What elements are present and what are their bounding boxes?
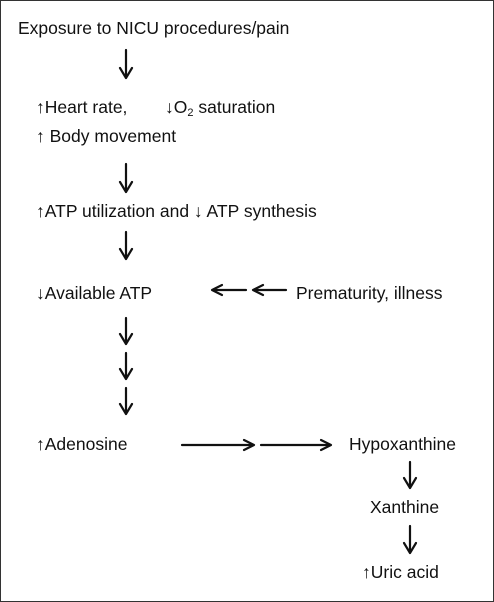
node-exposure: Exposure to NICU procedures/pain <box>18 18 290 38</box>
node-uric-acid: ↑Uric acid <box>362 562 439 582</box>
node-available-atp: ↓Available ATP <box>36 283 153 303</box>
o2-suffix: saturation <box>193 97 276 117</box>
node-prematurity: Prematurity, illness <box>296 283 443 303</box>
arrow-down-3 <box>118 230 134 261</box>
arrow-left-2 <box>251 283 288 297</box>
arrow-down-4 <box>118 316 134 346</box>
arrow-down-6 <box>118 386 134 416</box>
arrow-left-1 <box>210 283 248 297</box>
arrow-down-2 <box>118 162 134 194</box>
arrow-right-1 <box>180 438 256 452</box>
node-atp-utilization: ↑ATP utilization and ↓ ATP synthesis <box>36 201 317 221</box>
arrow-down-7 <box>402 460 418 490</box>
o2-subscript: 2 <box>187 107 194 119</box>
node-o2-saturation: ↓O2 saturation <box>165 97 276 119</box>
node-body-movement: ↑ Body movement <box>36 126 177 146</box>
node-adenosine: ↑Adenosine <box>36 434 128 454</box>
node-hypoxanthine: Hypoxanthine <box>349 434 457 454</box>
node-xanthine: Xanthine <box>370 497 440 517</box>
node-heart-rate: ↑Heart rate, <box>36 97 128 117</box>
arrow-down-8 <box>402 524 418 555</box>
o2-prefix: ↓O <box>165 97 188 117</box>
arrow-down-1 <box>118 48 134 80</box>
arrow-right-2 <box>259 438 333 452</box>
arrow-down-5 <box>118 351 134 381</box>
